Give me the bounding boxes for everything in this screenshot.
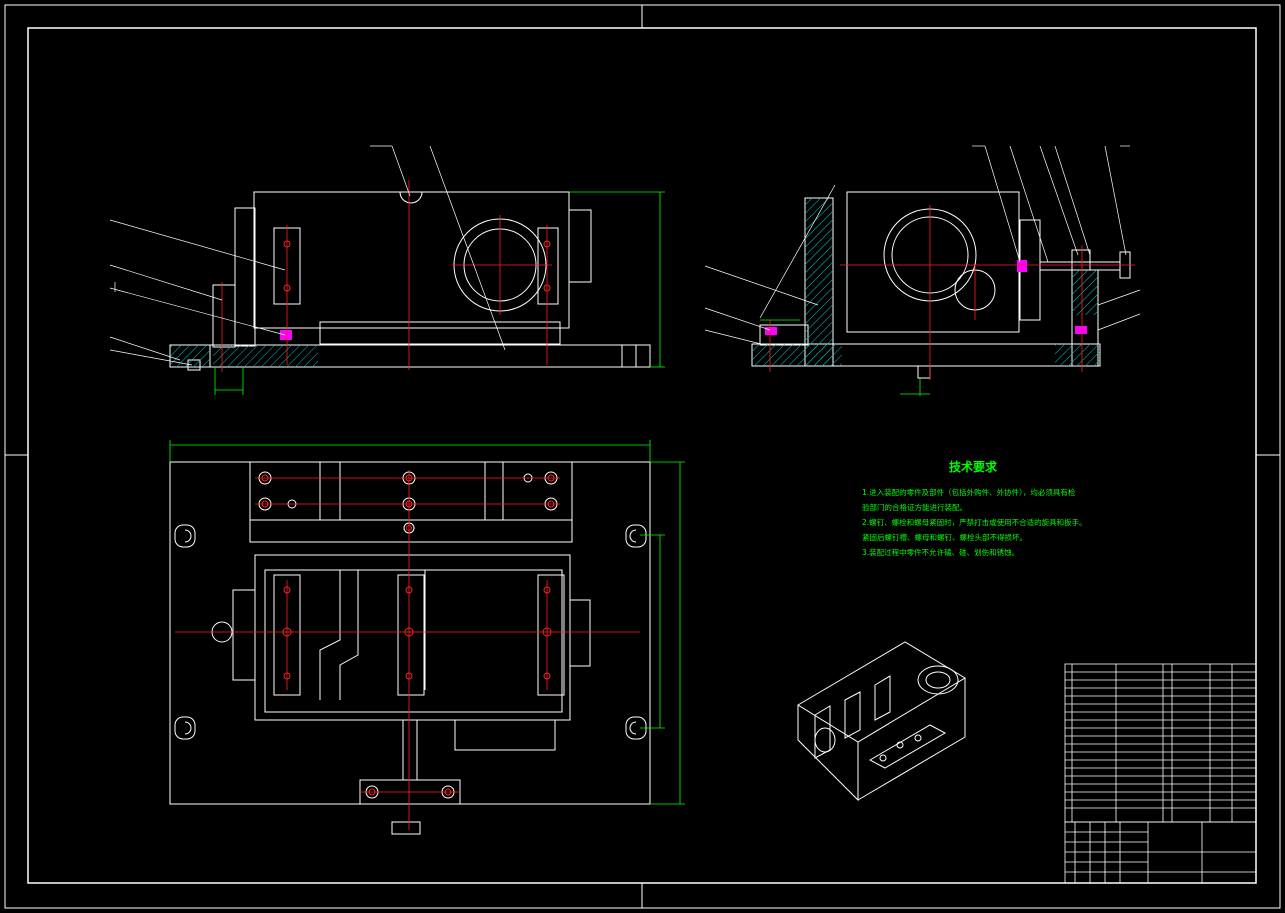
top-view-dimensions bbox=[169, 440, 685, 805]
front-view-dimensions bbox=[214, 191, 665, 395]
requirement-line: 验部门的合格证方能进行装配。 bbox=[862, 503, 967, 512]
side-view-centerlines bbox=[769, 205, 1135, 380]
top-view bbox=[169, 461, 651, 835]
side-view-dimensions bbox=[760, 319, 930, 396]
sheet-border bbox=[4, 4, 1281, 909]
front-view-centerlines bbox=[221, 180, 552, 372]
side-view-leaders bbox=[704, 145, 1141, 346]
requirement-line: 2.螺钉、螺栓和螺母紧固时，严禁打击或使用不合适的旋具和扳手。 bbox=[862, 518, 1087, 527]
requirement-line: 1.进入装配的零件及部件（包括外购件、外协件），均必须具有检 bbox=[862, 488, 1076, 497]
parts-list-and-title-block bbox=[1064, 663, 1257, 884]
requirement-line: 紧固后螺钉槽、螺母和螺钉、螺栓头部不得损坏。 bbox=[862, 533, 1027, 542]
front-view bbox=[169, 191, 651, 371]
side-view-hatching bbox=[752, 198, 1100, 366]
front-view-leaders bbox=[109, 145, 506, 366]
technical-requirements-title: 技术要求 bbox=[949, 460, 998, 474]
top-view-centerlines bbox=[175, 470, 640, 830]
isometric-view bbox=[797, 641, 966, 802]
requirement-line: 3.装配过程中零件不允许磕、碰、划伤和锈蚀。 bbox=[862, 548, 1020, 557]
front-view-hatching bbox=[170, 330, 318, 367]
